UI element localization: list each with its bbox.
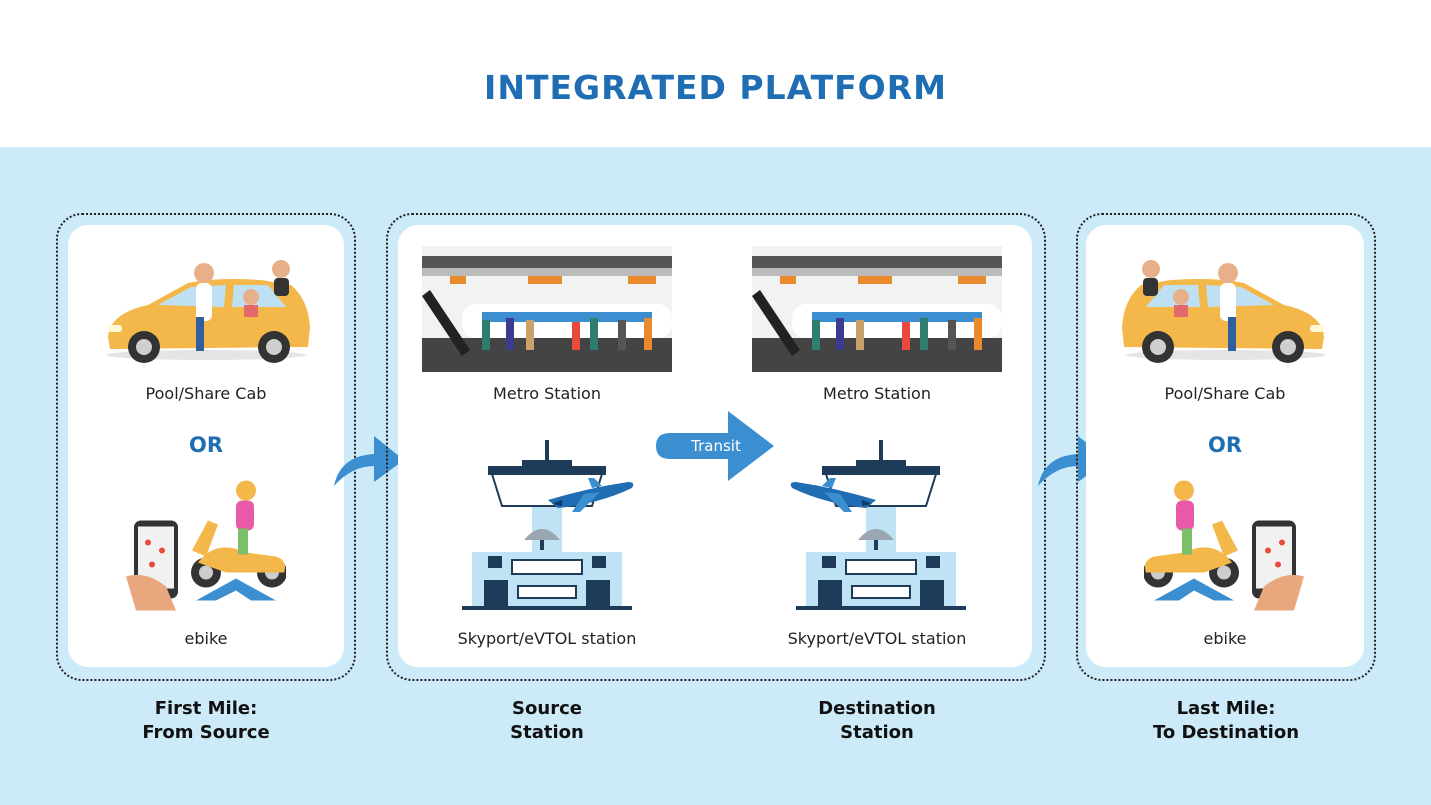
ebike-illustration	[1144, 478, 1304, 618]
caption-line: Source	[512, 698, 582, 719]
stations-panel	[386, 213, 1046, 681]
page-title: INTEGRATED PLATFORM	[484, 68, 947, 107]
ebike-label: ebike	[1203, 629, 1247, 648]
ebike-label: ebike	[184, 629, 228, 648]
transit-arrow-icon	[656, 411, 776, 481]
ebike-illustration	[126, 478, 286, 618]
source-skyport-label: Skyport/eVTOL station	[457, 629, 637, 648]
caption-line: Station	[510, 722, 584, 743]
airplane-icon	[790, 478, 876, 514]
skyport-tower-illustration	[462, 440, 632, 616]
first-mile-panel	[56, 213, 356, 681]
skyport-tower-illustration	[796, 440, 966, 616]
airplane-icon	[548, 478, 634, 514]
share-cab-illustration	[96, 256, 320, 366]
share-cab-illustration	[1112, 256, 1336, 366]
transit-label: Transit	[691, 437, 741, 455]
destination-station-caption: Destination Station	[752, 697, 1002, 745]
or-label: OR	[1207, 433, 1243, 457]
caption-line: To Destination	[1152, 722, 1300, 743]
last-mile-panel	[1076, 213, 1376, 681]
metro-station-illustration	[422, 246, 672, 372]
destination-skyport-label: Skyport/eVTOL station	[787, 629, 967, 648]
caption-line: First Mile:	[154, 698, 258, 719]
caption-line: From Source	[142, 722, 270, 743]
source-station-caption: Source Station	[422, 697, 672, 745]
metro-station-illustration	[752, 246, 1002, 372]
cab-label: Pool/Share Cab	[1164, 384, 1286, 403]
or-label: OR	[188, 433, 224, 457]
caption-line: Station	[840, 722, 914, 743]
source-metro-label: Metro Station	[493, 384, 601, 403]
caption-line: Last Mile:	[1176, 698, 1276, 719]
first-mile-caption: First Mile: From Source	[56, 697, 356, 745]
cab-label: Pool/Share Cab	[145, 384, 267, 403]
destination-metro-label: Metro Station	[823, 384, 931, 403]
last-mile-caption: Last Mile: To Destination	[1076, 697, 1376, 745]
caption-line: Destination	[818, 698, 936, 719]
